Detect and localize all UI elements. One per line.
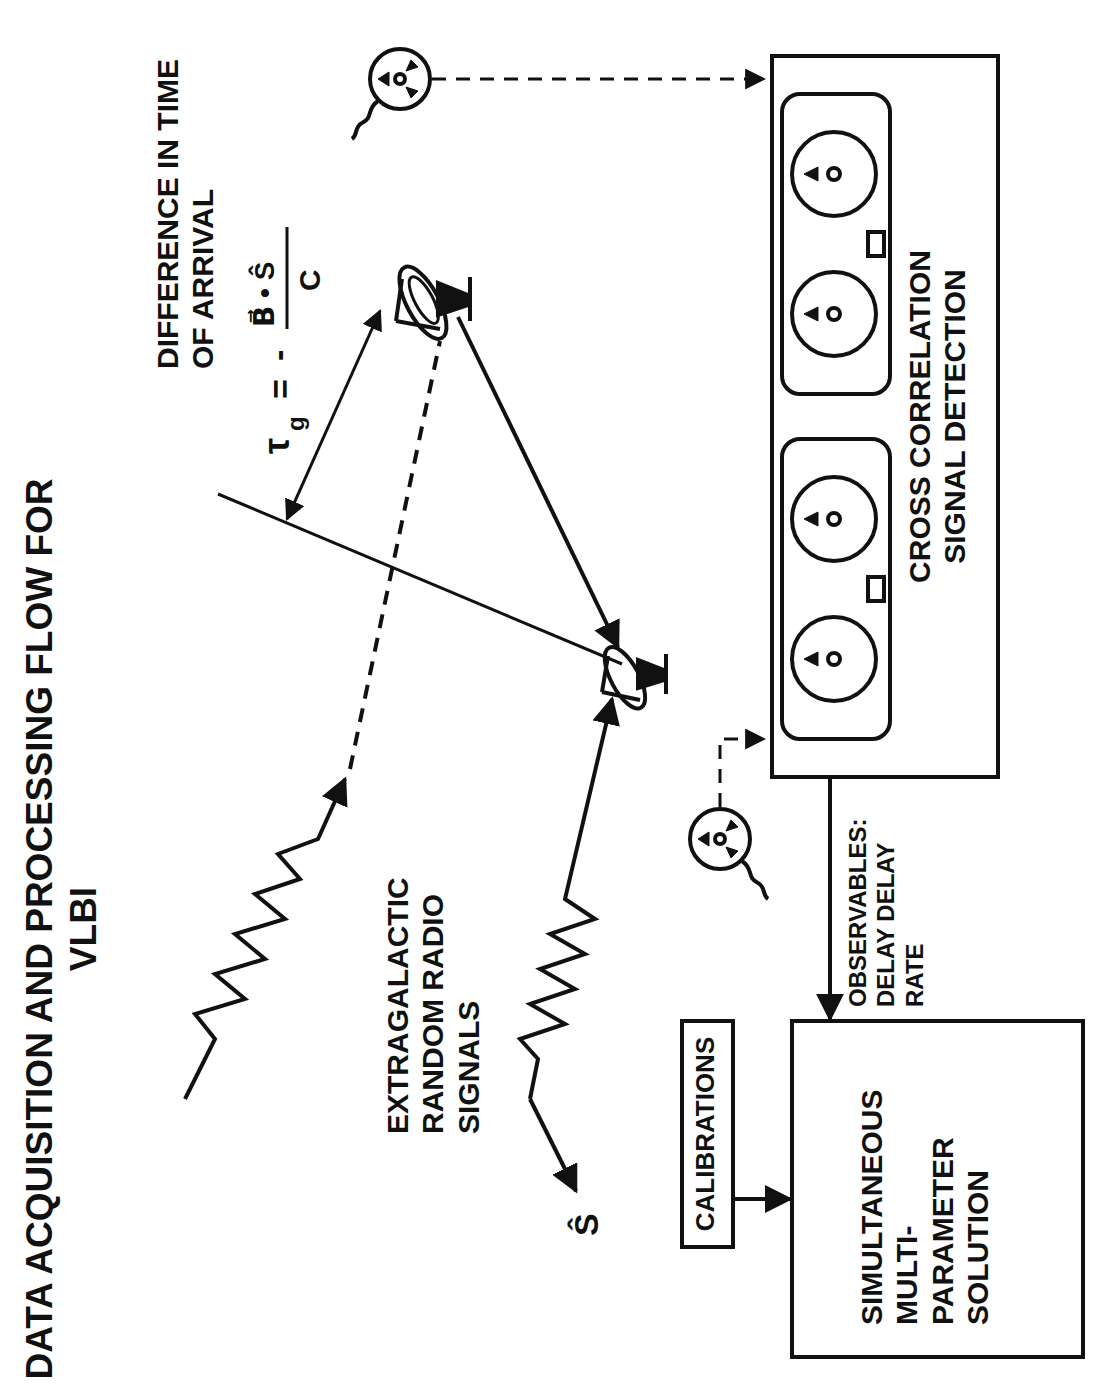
signal-wave [520,699,612,1099]
annotation-text: DIFFERENCE IN TIME OF ARRIVAL [150,19,221,369]
tape-reel [690,809,768,899]
tape-drive [828,513,840,525]
signal-wave [530,1099,576,1191]
diagram-title: DATA ACQUISITION AND PROCESSING FLOW FOR… [18,469,105,1389]
tape-reel [378,60,418,98]
delay-dimension [287,311,380,519]
antenna-dish [597,641,666,714]
signal-wave [185,779,345,1099]
tape-feed-line [432,78,764,81]
antenna-dish [602,656,608,692]
tape-reel [352,101,378,139]
formula-symbol: τ [256,438,298,454]
tape-drive [828,168,840,180]
tape-reel [690,809,750,869]
baseline-arrow [458,317,618,647]
tape-feed-line [720,739,764,807]
antenna-dish [396,279,402,321]
wavefront-line [218,494,622,664]
tape-reel [352,49,430,139]
wavefront-line [218,494,622,664]
delay-dimension [286,227,289,329]
tape-drive [828,653,840,665]
formula-numerator: B⃗ • Ŝ [248,262,281,327]
tape-drive [782,94,890,394]
antenna-dish [390,260,470,346]
baseline-arrow [458,317,618,647]
tape-reel [742,861,768,899]
signal-label: EXTRAGALACTIC RANDOM RADIO SIGNALS [380,834,486,1134]
box-text: CROSS CORRELATION SIGNAL DETECTION [902,237,973,597]
formula-denominator: C [292,269,327,291]
formula-symbol: - [258,350,298,361]
box-text: SIMULTANEOUS MULTI-PARAMETER SOLUTION [854,1045,996,1325]
tape-reel [395,74,405,84]
input-box: CALIBRATIONS [680,1019,735,1249]
antenna-dish [438,283,468,315]
delay-dimension [287,227,380,519]
tape-drive [868,577,884,601]
antenna-dish [602,692,640,700]
tape-drive [868,232,884,256]
direction-symbol: Ŝ [566,1213,606,1236]
tape-feed-line [432,79,764,807]
tape-reel [370,49,430,109]
process-box: SIMULTANEOUS MULTI-PARAMETER SOLUTION [790,1019,1085,1359]
tape-drive [804,167,818,666]
flow-arrow [828,779,832,1019]
tape-drive [782,94,890,739]
tape-reel [698,820,738,858]
antenna-dish [468,277,472,321]
process-box: CROSS CORRELATION SIGNAL DETECTION [770,54,1000,779]
formula-subscript: g [282,416,310,431]
flow-arrow [735,1197,790,1201]
tape-reel [715,834,725,844]
tape-drive [782,439,890,739]
edge-label: OBSERVABLES: DELAY DELAY RATE [844,791,929,1007]
tape-drive [828,308,840,320]
antenna-dish [396,321,440,329]
formula-symbol: = [260,379,300,399]
box-text: CALIBRATIONS [690,1035,721,1233]
antenna-dish [664,654,668,694]
signal-wave [520,699,612,1191]
antenna-dish [638,660,664,688]
